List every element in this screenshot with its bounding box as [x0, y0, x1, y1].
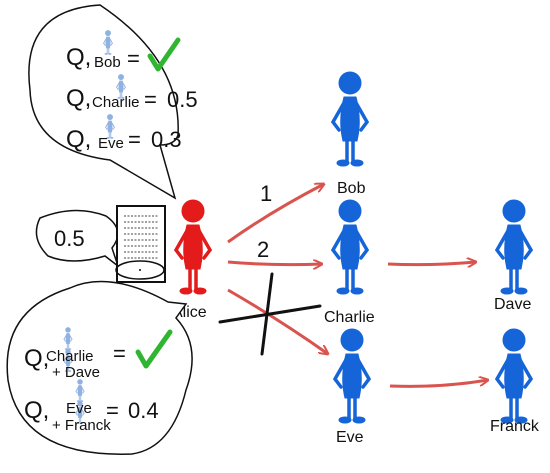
- edge-label-bob: 1: [260, 181, 272, 206]
- alice-value: 0.5: [54, 226, 85, 251]
- dave-name: Dave: [494, 296, 531, 313]
- trust-value: 0.4: [128, 398, 159, 423]
- bottom-speech-bubble: [6, 280, 193, 455]
- person-icon: [174, 198, 212, 296]
- q-label: Q,: [24, 345, 49, 372]
- franck-name: Franck: [490, 418, 540, 435]
- peer-name: Bob: [94, 54, 121, 71]
- peer-name: Eve: [98, 135, 124, 152]
- person-icon: [331, 70, 369, 168]
- person-icon: [333, 327, 371, 425]
- trust-value: 0.3: [151, 127, 182, 152]
- check-icon: [147, 37, 181, 72]
- top-bubble-row-charlie: Q, Charlie = 0.5: [66, 73, 198, 112]
- peer-added: + Franck: [52, 417, 111, 434]
- peer-name: Eve: [66, 400, 92, 417]
- q-label: Q,: [24, 397, 49, 424]
- equals-sign: =: [144, 87, 157, 112]
- bottom-bubble-row-eve-franck: Q, Eve + Franck = 0.4: [24, 378, 159, 434]
- person-icon: [331, 198, 369, 296]
- charlie-name: Charlie: [324, 309, 375, 326]
- person-icon: [495, 327, 533, 425]
- person-icon: [495, 198, 533, 296]
- top-bubble-row-bob: Q, Bob =: [66, 29, 181, 72]
- peer-name: Charlie: [92, 94, 140, 111]
- alice-value-bubble: 0.5: [35, 209, 120, 269]
- bob-name: Bob: [337, 180, 366, 197]
- q-label: Q,: [66, 85, 91, 112]
- eve-name: Eve: [336, 429, 364, 446]
- equals-sign: =: [113, 341, 126, 366]
- edge-label-charlie: 2: [257, 237, 269, 262]
- equals-sign: =: [128, 127, 141, 152]
- equals-sign: =: [127, 46, 140, 71]
- arrow-alice-bob: [227, 184, 324, 244]
- arrow-charlie-dave: [387, 262, 476, 265]
- bottom-bubble-row-charlie-dave: Q, Charlie + Dave =: [24, 326, 173, 381]
- check-icon: [135, 329, 173, 369]
- q-label: Q,: [66, 44, 91, 71]
- top-speech-bubble: [28, 4, 179, 200]
- q-label: Q,: [66, 126, 91, 153]
- cross-icon: [218, 272, 322, 356]
- document-icon: [115, 205, 166, 283]
- arrow-alice-charlie: [227, 262, 322, 265]
- trust-value: 0.5: [167, 87, 198, 112]
- peer-name: Charlie: [46, 348, 94, 365]
- equals-sign: =: [106, 398, 119, 423]
- arrow-eve-franck: [389, 380, 488, 388]
- arrow-alice-eve: [227, 288, 328, 354]
- top-bubble-row-eve: Q, Eve = 0.3: [66, 113, 182, 153]
- peer-added: + Dave: [52, 364, 100, 381]
